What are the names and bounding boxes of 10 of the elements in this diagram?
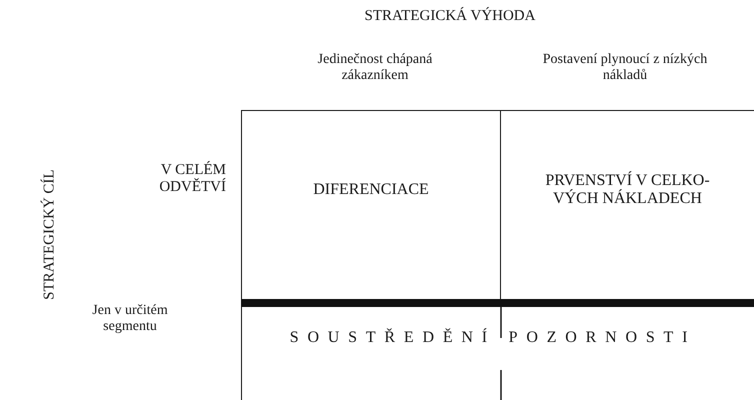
strategy-name: DIFERENCIACE — [313, 180, 429, 200]
axis-title: STRATEGICKÝ CÍL — [41, 168, 58, 302]
strategy-name: SOUSTŘEDĚNÍ POZORNOSTI — [290, 329, 696, 348]
row-header: Jen v určitém segmentu — [91, 303, 169, 336]
column-header: Postavení plynoucí z nízkých nákladů — [542, 52, 708, 84]
column-header: Jedinečnost chápaná zákazníkem — [316, 52, 434, 84]
axis-title: STRATEGICKÁ VÝHODA — [364, 8, 536, 26]
matrix-cell — [241, 110, 501, 299]
row-header: V CELÉM ODVĚTVÍ — [158, 162, 226, 196]
strategy-name: PRVENSTVÍ V CELKO- VÝCH NÁKLADECH — [544, 172, 711, 208]
